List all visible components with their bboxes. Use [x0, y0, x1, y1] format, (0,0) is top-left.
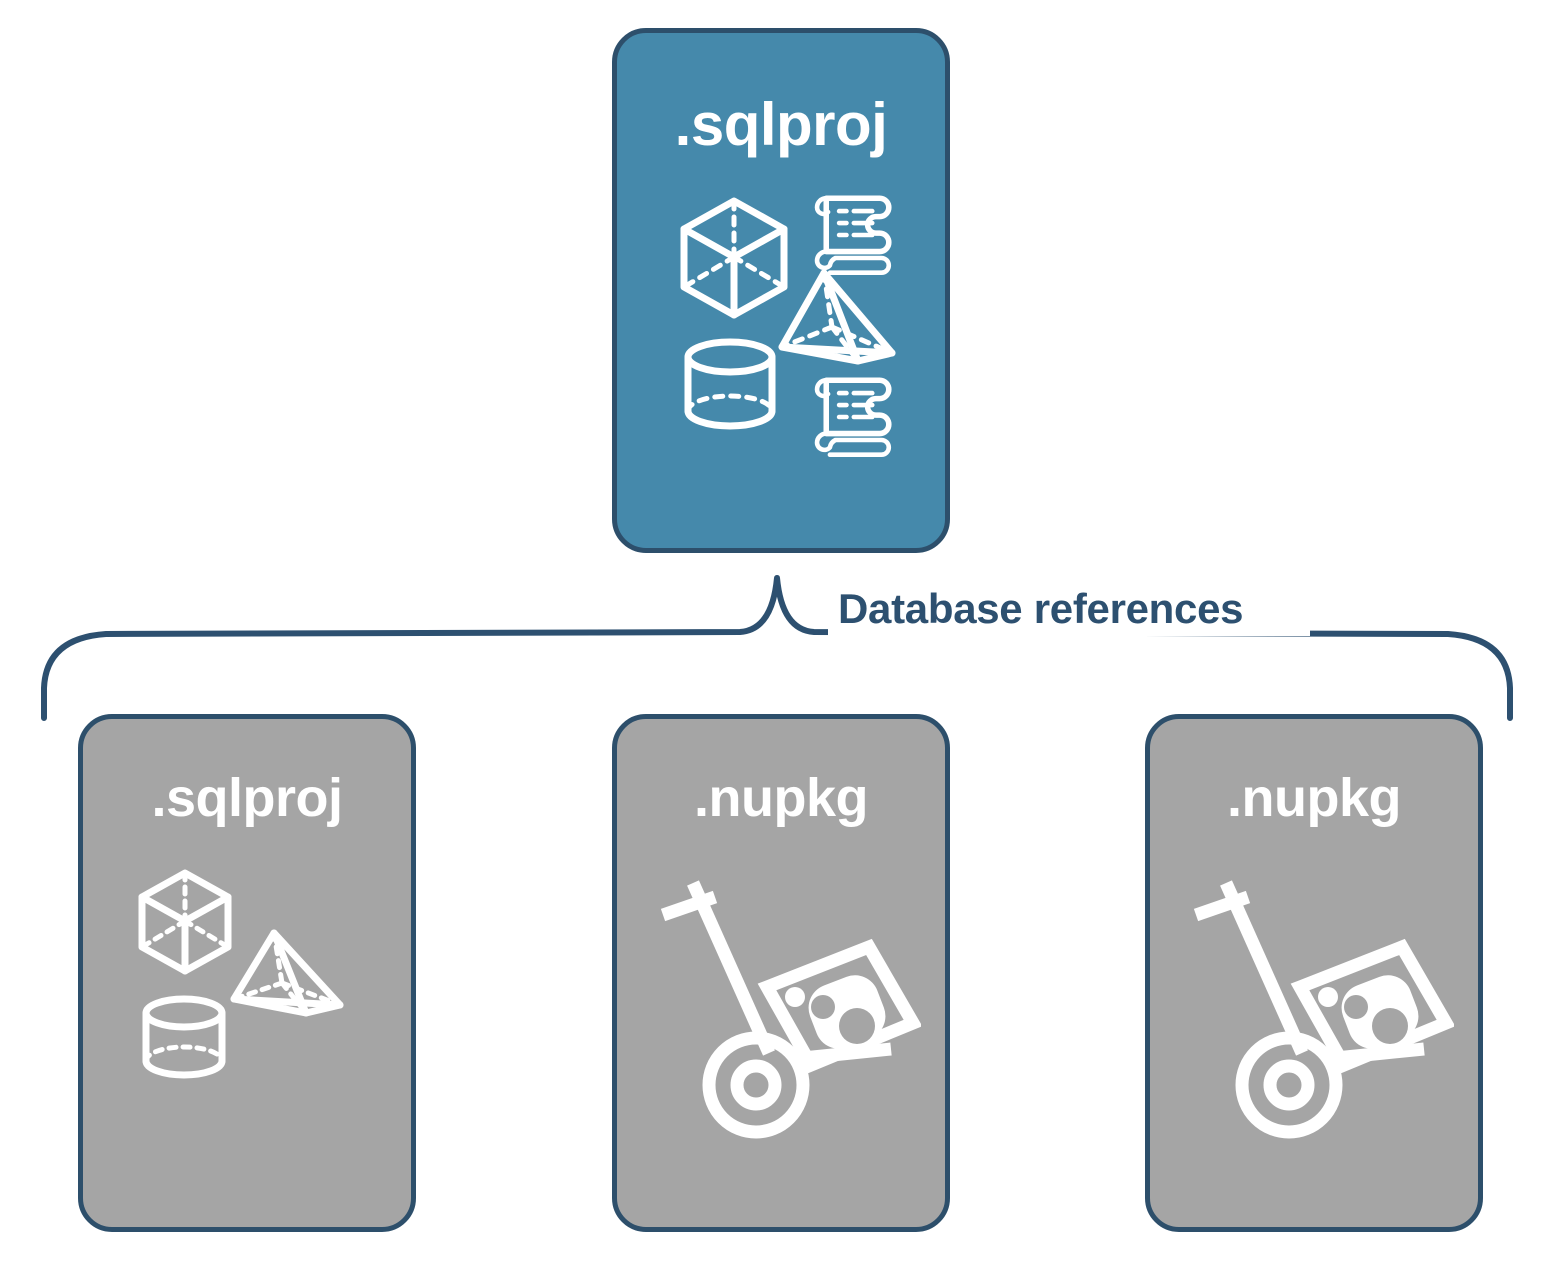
database-references-brace: [41, 575, 1513, 721]
root-icons-svg: [680, 195, 896, 458]
package-box: [757, 938, 923, 1074]
reference-node-sqlproj[interactable]: .sqlproj: [78, 714, 416, 1232]
pyramid-icon: [230, 929, 344, 1017]
nuget-logo-cutouts: [1344, 995, 1408, 1044]
cart-wheel-outer: [702, 1031, 810, 1139]
root-node-icon-group: [672, 185, 912, 465]
database-references-label: Database references: [838, 585, 1244, 632]
reference-node-label-2: .nupkg: [1227, 768, 1401, 828]
cart-wheel-outer: [1235, 1031, 1343, 1139]
nuget-package-cart-icon-2: [1193, 880, 1456, 1139]
cube-icon: [680, 197, 788, 319]
cart-wheel-hub: [730, 1059, 782, 1111]
brace-label-backdrop: [828, 578, 1310, 636]
cylinder-icon: [142, 995, 226, 1079]
root-node-sqlproj[interactable]: .sqlproj: [612, 28, 950, 553]
cylinder-icon: [684, 338, 776, 430]
database-objects-icon-0: [138, 869, 344, 1079]
reference-node-icon-group-1: [641, 859, 923, 1139]
package-box: [1290, 938, 1456, 1074]
pyramid-icon: [778, 269, 896, 365]
reference-node-icon-group-0: [128, 861, 358, 1091]
nuget-package-cart-icon-1: [660, 880, 923, 1139]
reference-node-icon-group-2: [1174, 859, 1456, 1139]
reference-node-label-1: .nupkg: [694, 768, 868, 828]
reference-node-nupkg-1[interactable]: .nupkg: [612, 714, 950, 1232]
reference-node-nupkg-2[interactable]: .nupkg: [1145, 714, 1483, 1232]
reference-node-label-0: .sqlproj: [151, 768, 343, 828]
cart-handle-shaft: [1220, 880, 1308, 1056]
script-scroll-icon-top: [814, 195, 892, 276]
cart-handle-grip: [1193, 890, 1251, 922]
script-scroll-icon-bottom: [814, 377, 892, 458]
root-node-label: .sqlproj: [674, 91, 888, 158]
cart-handle-shaft: [687, 880, 775, 1056]
cart-handle-grip: [660, 890, 718, 922]
cube-icon: [138, 869, 232, 975]
nuget-logo-cutouts: [811, 995, 875, 1044]
cart-wheel-hub: [1263, 1059, 1315, 1111]
